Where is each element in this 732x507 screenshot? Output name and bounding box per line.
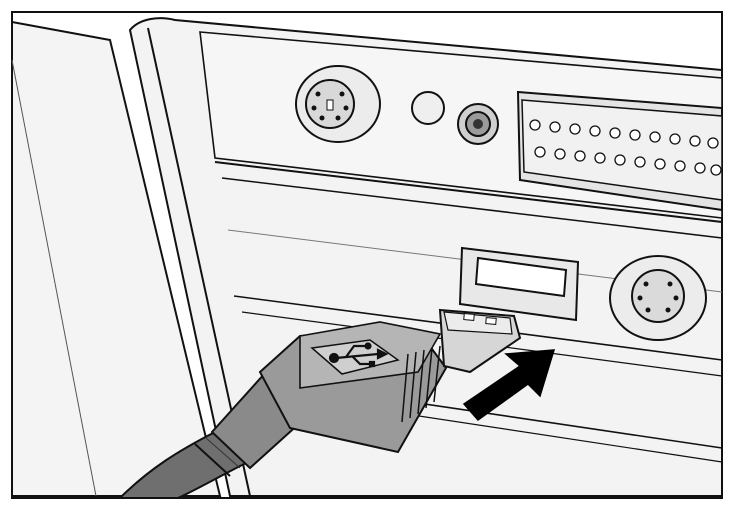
usb-port-icon xyxy=(458,246,580,322)
ps2-port-icon-lower xyxy=(609,255,707,341)
parallel-port-icon xyxy=(516,90,723,212)
ps2-port-icon xyxy=(295,65,381,143)
computer-side-wall xyxy=(11,20,222,497)
insert-arrow-icon xyxy=(462,349,556,422)
round-button-icon xyxy=(411,91,445,125)
usb-trident-logo-icon xyxy=(328,342,389,368)
audio-jack-icon xyxy=(457,103,499,145)
usb-cable-icon xyxy=(117,430,250,499)
